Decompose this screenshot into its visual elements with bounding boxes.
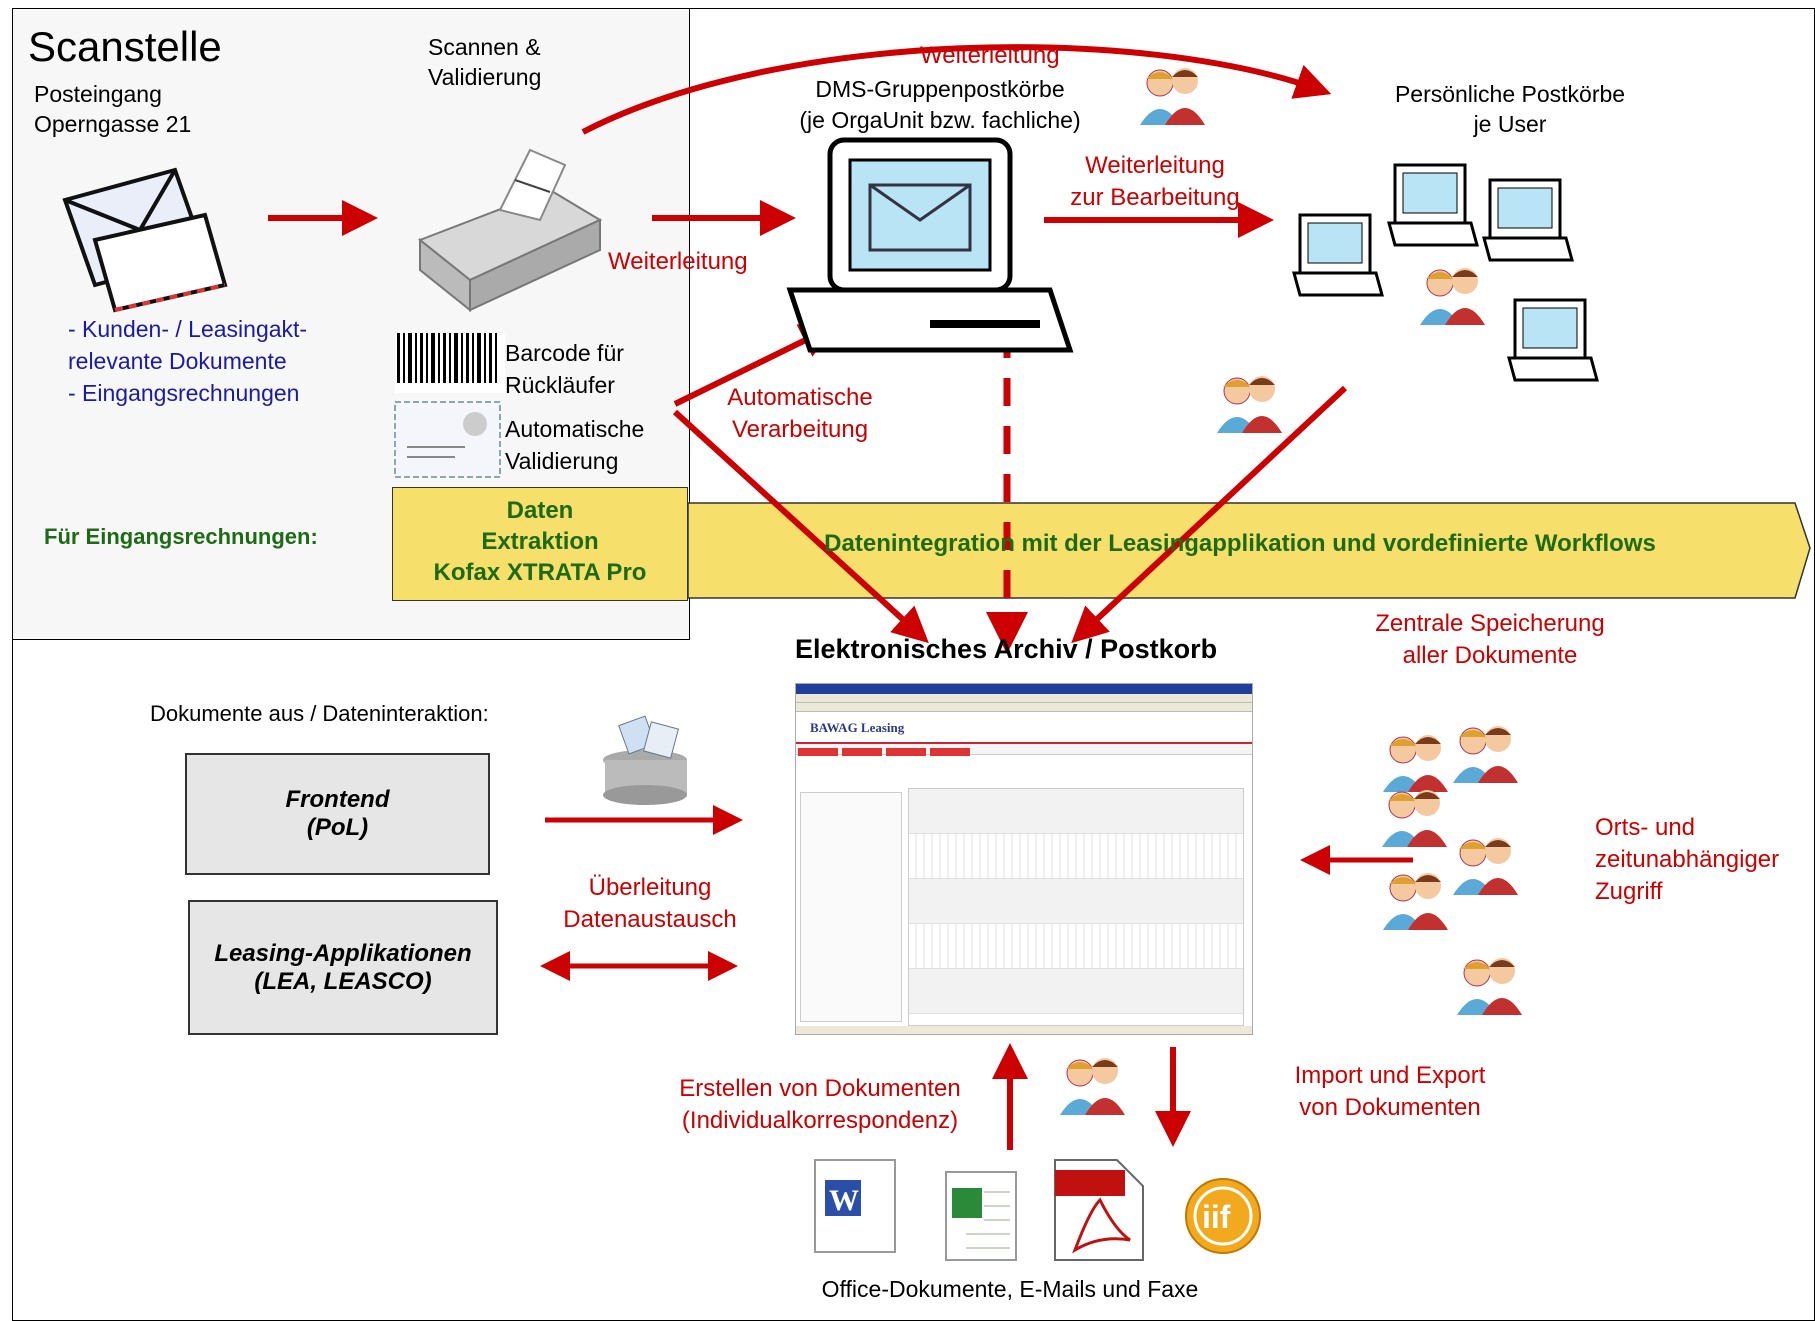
zentrale-label-1: Zentrale Speicherung bbox=[1375, 610, 1605, 637]
app-logo: BAWAG Leasing bbox=[810, 720, 905, 735]
scannen-label: Scannen & bbox=[428, 34, 541, 60]
archive-title: Elektronisches Archiv / Postkorb bbox=[795, 634, 1218, 664]
auto-validierung-label-2: Validierung bbox=[505, 448, 619, 474]
table-row bbox=[909, 789, 1243, 834]
svg-text:W: W bbox=[829, 1184, 859, 1217]
office-label: Office-Dokumente, E-Mails und Faxe bbox=[821, 1276, 1199, 1302]
frontend-label-1: Frontend bbox=[285, 786, 390, 813]
app-document-list bbox=[908, 788, 1244, 1026]
app-tabs bbox=[796, 744, 1252, 756]
integration-band-label: Datenintegration mit der Leasingapplikat… bbox=[824, 530, 1656, 557]
app-header: BAWAG Leasing bbox=[796, 712, 1252, 744]
extraction-line-2: Extraktion bbox=[481, 528, 599, 555]
arrow-personal-to-archive bbox=[1071, 385, 1348, 644]
persoenlich-label-1: Persönliche Postkörbe bbox=[1394, 81, 1626, 107]
weiterleitung-bearb-1: Weiterleitung bbox=[1085, 152, 1225, 179]
small-computer-icon bbox=[1507, 298, 1599, 382]
arrow-auto-to-dms bbox=[673, 324, 837, 407]
eingangsrechnungen-label: Für Eingangsrechnungen: bbox=[44, 524, 318, 549]
excel-document-icon bbox=[945, 1171, 1017, 1261]
weiterleitung-top-label: Weiterleitung bbox=[920, 42, 1060, 69]
mail-envelopes-icon bbox=[62, 167, 228, 313]
app-statusbar bbox=[796, 1026, 1252, 1034]
users-icon bbox=[1140, 68, 1205, 125]
doc-item-1: - Kunden- / Leasingakt- bbox=[68, 316, 308, 342]
svg-text:iif: iif bbox=[1202, 1199, 1231, 1235]
dms-label-2: (je OrgaUnit bzw. fachliche) bbox=[799, 107, 1081, 133]
users-icon bbox=[1381, 789, 1448, 848]
posteingang-address: Operngasse 21 bbox=[34, 111, 192, 137]
import-label-1: Import und Export bbox=[1294, 1062, 1486, 1089]
small-computer-icon bbox=[1482, 178, 1574, 262]
doc-item-2: relevante Dokumente bbox=[68, 348, 287, 374]
scanstelle-title: Scanstelle bbox=[28, 23, 222, 70]
users-icon bbox=[1452, 725, 1519, 784]
small-computer-icon bbox=[1292, 213, 1384, 297]
arrow-auto-to-archive bbox=[672, 409, 929, 644]
erstellen-label-1: Erstellen von Dokumenten bbox=[679, 1075, 961, 1102]
users-icon bbox=[1382, 734, 1449, 793]
leasing-label-2: (LEA, LEASCO) bbox=[254, 967, 432, 995]
doc-item-3: - Eingangsrechnungen bbox=[68, 380, 300, 406]
barcode-label: Barcode für bbox=[505, 340, 624, 366]
orts-label-1: Orts- und bbox=[1595, 814, 1696, 841]
app-titlebar bbox=[796, 684, 1252, 694]
scanner-icon bbox=[418, 148, 603, 313]
letter-icon bbox=[394, 401, 501, 478]
dms-label-1: DMS-Gruppenpostkörbe bbox=[815, 76, 1065, 102]
erstellen-label-2: (Individualkorrespondenz) bbox=[681, 1107, 959, 1134]
users-icon bbox=[1059, 1057, 1126, 1116]
integration-band bbox=[687, 502, 1811, 599]
import-label-2: von Dokumenten bbox=[1299, 1094, 1481, 1121]
table-row bbox=[909, 834, 1243, 879]
table-row bbox=[909, 879, 1243, 924]
table-row bbox=[909, 969, 1243, 1014]
extraction-line-1: Daten bbox=[506, 497, 574, 524]
dms-computer-icon bbox=[786, 137, 1074, 353]
ueberleitung-label-1: Überleitung bbox=[588, 874, 712, 901]
leasing-label-1: Leasing-Applikationen bbox=[214, 939, 472, 967]
persoenlich-label-2: je User bbox=[1473, 111, 1547, 137]
orts-label-2: zeitunabhängiger bbox=[1595, 846, 1780, 873]
orts-label-3: Zugriff bbox=[1595, 878, 1663, 905]
word-document-icon: W bbox=[814, 1159, 896, 1253]
automatische-label-1: Automatische bbox=[727, 384, 873, 411]
users-icon bbox=[1419, 267, 1486, 326]
pdf-document-icon bbox=[1054, 1159, 1144, 1261]
archive-app-screenshot: BAWAG Leasing bbox=[795, 683, 1253, 1035]
arrow-weiterleitung-curve bbox=[581, 44, 1332, 135]
automatische-label-2: Verarbeitung bbox=[731, 416, 869, 443]
frontend-label-2: (PoL) bbox=[306, 814, 369, 841]
fax-logo-icon: iif bbox=[1185, 1178, 1261, 1254]
rucklaufer-label: Rückläufer bbox=[505, 372, 615, 398]
app-menubar bbox=[796, 694, 1252, 703]
posteingang-label: Posteingang bbox=[34, 81, 162, 107]
small-computer-icon bbox=[1387, 163, 1479, 247]
weiterleitung-mid-label: Weiterleitung bbox=[608, 248, 748, 275]
auto-validierung-label-1: Automatische bbox=[505, 416, 645, 442]
users-icon bbox=[1216, 375, 1283, 434]
users-icon bbox=[1456, 957, 1523, 1016]
data-transfer-icon bbox=[603, 715, 687, 805]
barcode-icon bbox=[395, 333, 505, 393]
dokumente-aus-label: Dokumente aus / Dateninteraktion: bbox=[150, 701, 489, 726]
leasing-box: Leasing-Applikationen(LEA, LEASCO) bbox=[188, 900, 498, 1035]
extraction-box: Daten Extraktion Kofax XTRATA Pro bbox=[392, 487, 688, 601]
app-tree-sidebar bbox=[800, 792, 902, 1022]
extraction-line-3: Kofax XTRATA Pro bbox=[433, 559, 647, 586]
ueberleitung-label-2: Datenaustausch bbox=[563, 906, 737, 933]
users-icon bbox=[1452, 837, 1519, 896]
frontend-box: Frontend(PoL) bbox=[185, 753, 490, 875]
validierung-label: Validierung bbox=[428, 64, 542, 90]
users-icon bbox=[1382, 872, 1449, 931]
zentrale-label-2: aller Dokumente bbox=[1402, 642, 1578, 669]
table-row bbox=[909, 924, 1243, 969]
app-toolbar bbox=[796, 703, 1252, 712]
weiterleitung-bearb-2: zur Bearbeitung bbox=[1070, 184, 1240, 211]
